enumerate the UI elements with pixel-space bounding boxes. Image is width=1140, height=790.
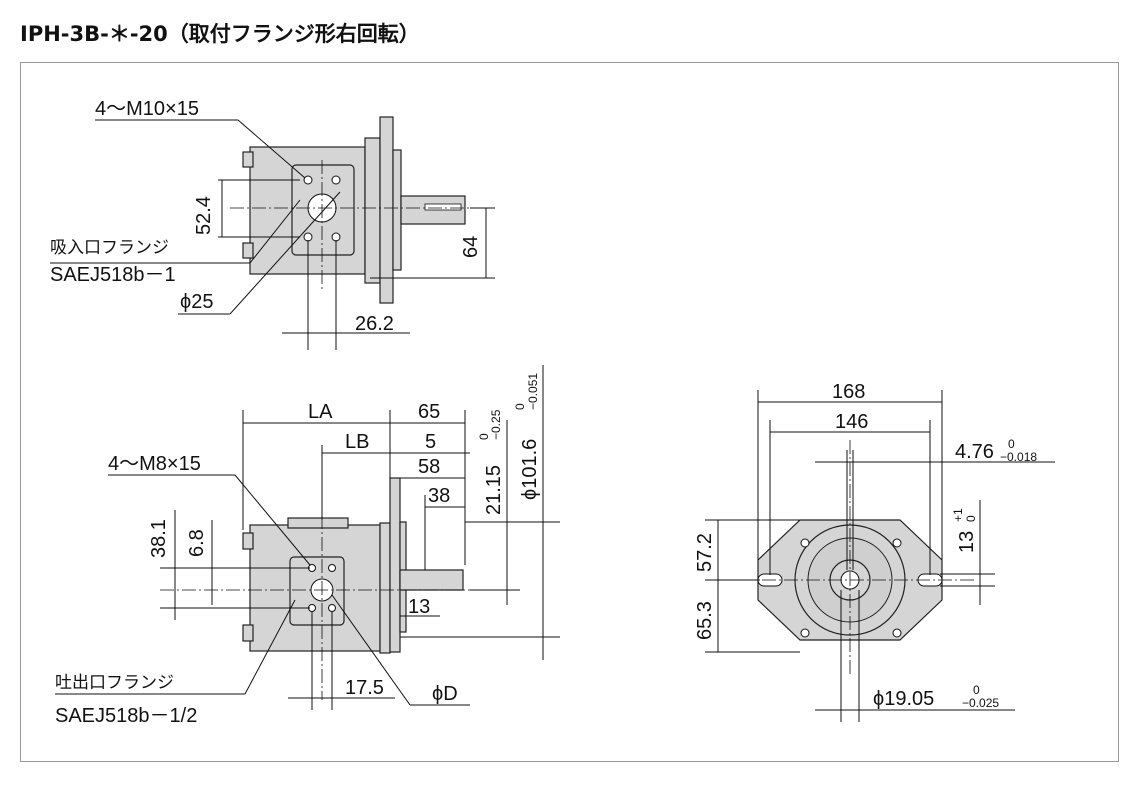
- dim-17-5: 17.5: [345, 677, 384, 699]
- suction-std: SAEJ518b－1: [50, 264, 176, 286]
- dim-la: LA: [308, 401, 333, 423]
- dim-38: 38: [428, 485, 450, 507]
- dim-6-8: 6.8: [186, 529, 208, 557]
- tol-101-6-lower: −0.051: [526, 373, 540, 410]
- top-view: 52.4 64 26.2 4～M10×15 吸入口フランジ SAEJ518b－1…: [50, 98, 495, 350]
- top-bolt-head-lower: [242, 242, 254, 259]
- front-bolt-hole: [892, 538, 902, 548]
- dim-5: 5: [425, 431, 436, 453]
- tol-13-lower: 0: [964, 515, 978, 522]
- drawing-frame: [20, 62, 1119, 762]
- tol-19-05-upper: 0: [973, 683, 980, 697]
- top-pilot: [392, 149, 402, 271]
- dim-65: 65: [418, 401, 440, 423]
- dim-26-2: 26.2: [355, 313, 394, 335]
- side-mounting-flange: [389, 477, 401, 653]
- tol-4-76-upper: 0: [1008, 437, 1015, 451]
- front-bolt-hole: [800, 538, 810, 548]
- suction-bolt-hole: [331, 175, 341, 185]
- side-bolt-head-lower: [242, 624, 254, 642]
- leader-line: [229, 191, 341, 315]
- discharge-bolt-hole: [328, 604, 336, 612]
- dim-146: 146: [835, 411, 868, 433]
- side-front-body: [379, 522, 391, 654]
- front-view: 168 146 4.76 0 −0.018 13 +1 0 57.2 65.3 …: [694, 381, 1055, 722]
- top-mounting-flange: [379, 116, 394, 304]
- suction-bolt-hole: [303, 175, 313, 185]
- dim-38-1: 38.1: [148, 519, 170, 558]
- suction-bolt-hole: [303, 232, 313, 242]
- tol-21-15-upper: 0: [477, 433, 491, 440]
- suction-bolt-hole: [331, 232, 341, 242]
- top-bolt-head-upper: [242, 151, 254, 168]
- tol-19-05-lower: −0.025: [962, 696, 999, 710]
- dim-64: 64: [460, 236, 482, 258]
- side-view: LA 65 LB 5 58 38 13 17.5 38.1 6.8 21.15 …: [55, 365, 560, 727]
- leader-line: [249, 199, 301, 264]
- dim-52-4: 52.4: [193, 196, 215, 235]
- page-title: IPH-3B-＊-20（取付フランジ形右回転）: [20, 22, 420, 46]
- top-shaft-keyway: [424, 203, 462, 211]
- discharge-bolt-hole: [328, 564, 336, 572]
- dim-13: 13: [408, 596, 430, 618]
- top-bolt-note: 4～M10×15: [95, 98, 199, 120]
- front-bolt-hole: [892, 628, 902, 638]
- dim-168: 168: [832, 381, 865, 403]
- dim-19-05: ϕ19.05: [873, 688, 934, 710]
- dim-13-front: 13: [956, 531, 978, 553]
- side-shaft: [399, 569, 464, 591]
- tol-21-15-lower: −0.25: [489, 409, 503, 440]
- tol-101-6-upper: 0: [513, 403, 527, 410]
- tol-4-76-lower: −0.018: [1000, 450, 1037, 464]
- front-bolt-hole: [800, 628, 810, 638]
- leader-line: [237, 119, 306, 179]
- dim-21-15: 21.15: [483, 465, 505, 515]
- dim-101-6: ϕ101.6: [519, 439, 541, 500]
- side-top-boss: [287, 517, 349, 529]
- dim-lb: LB: [345, 431, 369, 453]
- tol-13-upper: +1: [951, 508, 965, 522]
- top-front-body: [364, 137, 381, 284]
- leader-line: [234, 474, 311, 566]
- dim-58: 58: [418, 456, 440, 478]
- dim-4-76: 4.76: [955, 441, 994, 463]
- dia-25: ϕ25: [180, 291, 213, 313]
- suction-label: 吸入口フランジ: [50, 238, 169, 258]
- dia-d: ϕD: [432, 683, 458, 705]
- leader-line: [244, 599, 296, 695]
- side-bolt-head-upper: [242, 532, 254, 550]
- dim-65-3: 65.3: [694, 601, 716, 640]
- side-bolt-note: 4～M8×15: [108, 453, 201, 475]
- discharge-std: SAEJ518b－1/2: [55, 705, 197, 727]
- discharge-label: 吐出口フランジ: [55, 673, 174, 693]
- leader-line: [331, 594, 411, 706]
- dim-57-2: 57.2: [694, 533, 716, 572]
